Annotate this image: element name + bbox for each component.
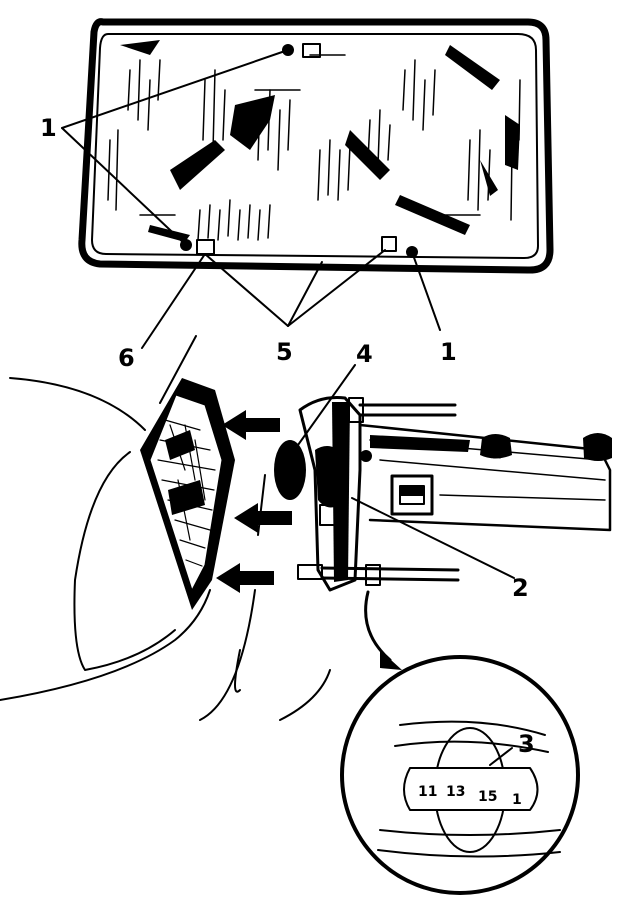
- callout-1-right: 1: [440, 338, 457, 366]
- callout-4: 4: [356, 340, 373, 368]
- callout-5: 5: [276, 338, 293, 366]
- bottom-pin: [297, 564, 323, 580]
- leader-lines-mid: [297, 364, 515, 579]
- bulb-boot: [274, 440, 306, 500]
- adjuster-top: [302, 43, 321, 58]
- mounting-frame: [274, 396, 460, 592]
- adjuster-left: [196, 239, 215, 255]
- headlamp-lens: [78, 18, 554, 274]
- callout-1-left: 1: [40, 114, 57, 142]
- scale-mark-15: 15: [478, 789, 497, 805]
- scale-mark-11: 11: [418, 784, 437, 800]
- scale-mark-17: 1: [512, 792, 522, 808]
- callout-3: 3: [518, 730, 535, 758]
- car-body: [0, 377, 331, 721]
- lens-texture: [107, 54, 521, 241]
- adjuster-right: [381, 236, 397, 252]
- direction-arrows: [216, 410, 292, 593]
- scale-mark-13: 13: [446, 784, 465, 800]
- callout-2: 2: [512, 574, 529, 602]
- arrow-top: [222, 410, 280, 440]
- arrow-middle: [234, 503, 292, 533]
- headlamp-unit-side: [140, 378, 235, 610]
- arrow-bottom: [216, 563, 274, 593]
- detail-magnifier: 11 13 15 1: [340, 655, 580, 895]
- adjuster-housing: [358, 423, 612, 532]
- callout-6: 6: [118, 344, 135, 372]
- lens-streaks: [120, 40, 520, 242]
- magnifier-arrow-head: [380, 650, 402, 670]
- leader-lines-top: [61, 49, 441, 404]
- magnifier-arrow: [364, 590, 392, 662]
